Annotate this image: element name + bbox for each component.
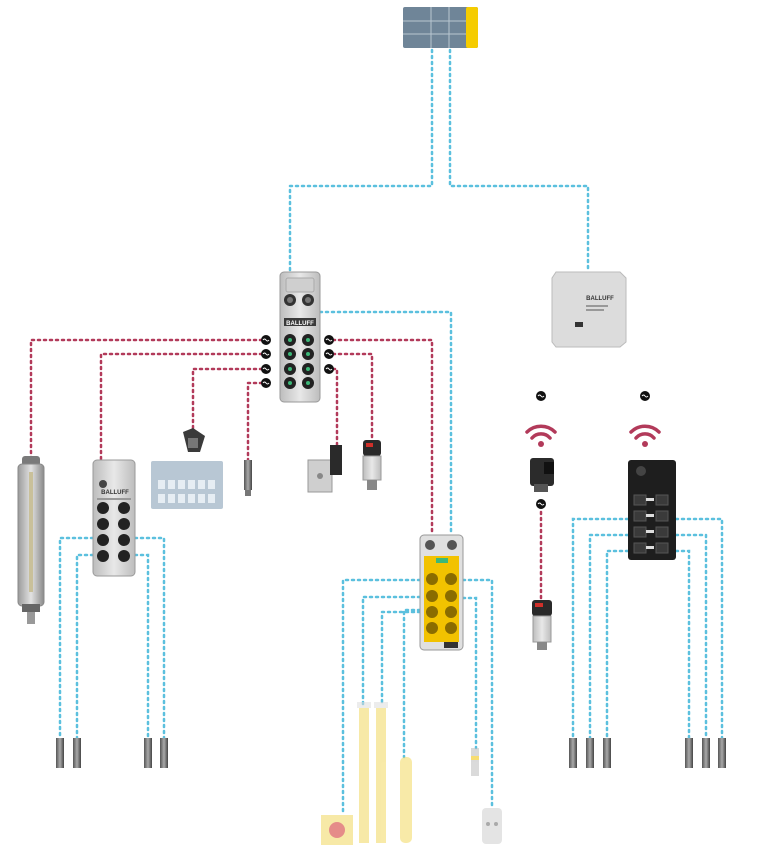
hub-logo: BALLUFF (101, 490, 129, 496)
wifi-signal-icon (525, 424, 661, 440)
safety-switch (400, 757, 412, 843)
inductive-sensor (244, 460, 252, 496)
pressure-sensor (362, 440, 382, 490)
ethernet-lines (58, 48, 724, 817)
wireless-io-hub (628, 460, 676, 560)
io-link-port-icon (536, 391, 650, 509)
emergency-stop-button (321, 815, 353, 845)
light-curtain (357, 702, 388, 843)
iolink-lines (29, 338, 543, 602)
wifi-signal-icon (642, 441, 648, 447)
io-link-port-icon (261, 335, 334, 388)
safety-sensor (471, 748, 479, 776)
pressure-sensor (532, 600, 552, 650)
wireless-bridge (530, 458, 554, 492)
valve-terminal (151, 428, 223, 509)
wireless-master-logo: BALLUFF (586, 296, 614, 302)
wifi-signal-icon (538, 441, 544, 447)
iolink-hub-metal (92, 459, 136, 577)
enabling-switch (482, 808, 502, 844)
plc-controller (403, 7, 478, 48)
angle-bracket-sensor (307, 445, 342, 493)
smart-light-tower (17, 456, 45, 624)
iolink-master-module (279, 271, 321, 403)
wireless-master: BALLUFF (551, 271, 627, 348)
inductive-sensor (56, 738, 726, 768)
safety-io-hub (419, 534, 464, 651)
main-master-logo: BALLUFF (286, 321, 314, 327)
